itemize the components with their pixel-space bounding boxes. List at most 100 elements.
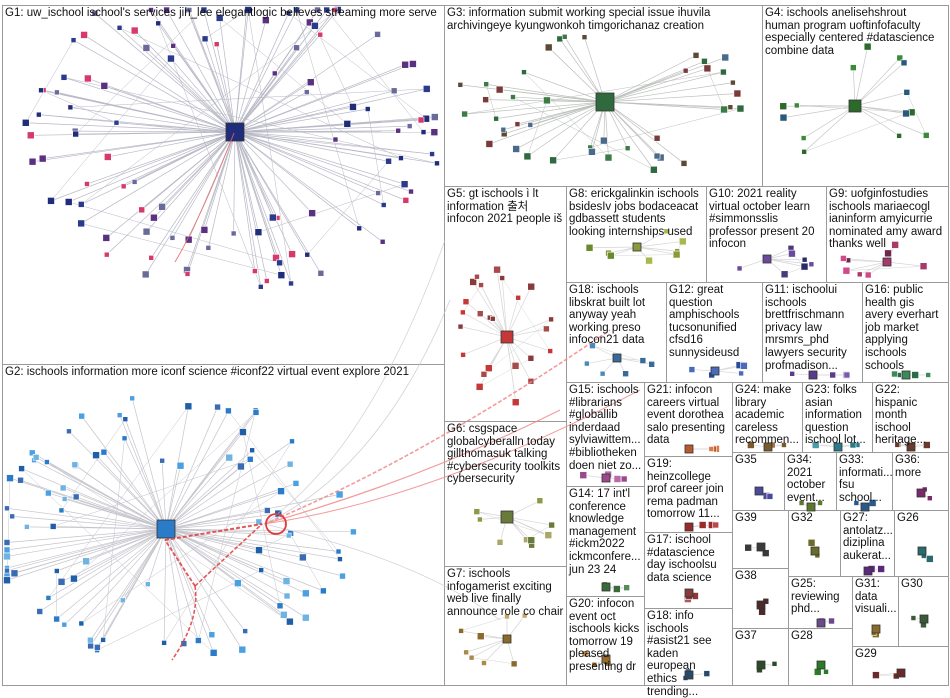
group-panel-g29[interactable]: G29 <box>852 646 949 686</box>
network-node[interactable] <box>772 661 777 666</box>
network-node[interactable] <box>557 36 563 42</box>
network-node[interactable] <box>728 105 733 110</box>
network-node[interactable] <box>149 255 154 260</box>
network-node[interactable] <box>202 36 208 42</box>
group-panel-g18[interactable]: G18: ischools libskrat built lot anyway … <box>566 282 667 383</box>
network-node[interactable] <box>801 136 806 141</box>
network-node[interactable] <box>474 274 479 279</box>
network-node[interactable] <box>511 661 517 667</box>
network-node[interactable] <box>255 229 262 236</box>
network-node[interactable] <box>409 60 416 67</box>
group-panel-g33[interactable]: G33: informati... fsu school... <box>836 452 893 511</box>
network-node[interactable] <box>349 103 356 110</box>
hub-node[interactable] <box>755 487 763 495</box>
network-node[interactable] <box>337 557 342 562</box>
network-node[interactable] <box>375 31 381 37</box>
network-node[interactable] <box>239 429 246 436</box>
network-node[interactable] <box>730 80 735 85</box>
group-panel-g35[interactable]: G35 <box>732 452 785 511</box>
network-node[interactable] <box>226 454 233 461</box>
network-node[interactable] <box>264 278 269 283</box>
network-node[interactable] <box>704 65 711 72</box>
network-node[interactable] <box>293 480 299 486</box>
hub-node[interactable] <box>596 93 614 111</box>
network-node[interactable] <box>171 43 176 48</box>
network-node[interactable] <box>720 69 726 75</box>
network-node[interactable] <box>50 523 56 529</box>
network-node[interactable] <box>302 590 309 597</box>
network-node[interactable] <box>481 371 487 377</box>
network-node[interactable] <box>923 132 929 138</box>
network-node[interactable] <box>167 55 174 62</box>
network-node[interactable] <box>45 490 51 496</box>
network-node[interactable] <box>48 197 55 204</box>
network-node[interactable] <box>36 112 41 117</box>
hub-node[interactable] <box>872 625 880 633</box>
network-node[interactable] <box>649 361 655 367</box>
network-node[interactable] <box>320 588 326 594</box>
network-node[interactable] <box>239 646 246 653</box>
network-node[interactable] <box>920 263 927 270</box>
network-node[interactable] <box>872 672 879 679</box>
network-node[interactable] <box>396 128 401 133</box>
network-node[interactable] <box>458 324 463 329</box>
hub-node[interactable] <box>763 255 771 263</box>
network-node[interactable] <box>802 149 807 154</box>
network-node[interactable] <box>780 114 787 121</box>
network-node[interactable] <box>494 116 499 121</box>
network-node[interactable] <box>247 456 253 462</box>
network-node[interactable] <box>73 131 79 137</box>
network-node[interactable] <box>681 160 687 166</box>
network-node[interactable] <box>93 452 100 459</box>
network-node[interactable] <box>381 202 386 207</box>
hub-node[interactable] <box>817 619 825 627</box>
network-node[interactable] <box>403 197 409 203</box>
network-node[interactable] <box>911 616 916 621</box>
network-node[interactable] <box>477 633 484 640</box>
network-node[interactable] <box>654 135 660 141</box>
network-node[interactable] <box>150 214 157 221</box>
network-node[interactable] <box>54 568 59 573</box>
network-node[interactable] <box>117 25 122 30</box>
network-node[interactable] <box>340 573 346 579</box>
network-node[interactable] <box>401 181 408 188</box>
network-node[interactable] <box>515 122 520 127</box>
network-node[interactable] <box>650 166 657 173</box>
network-node[interactable] <box>865 272 871 278</box>
network-node[interactable] <box>71 38 76 43</box>
network-node[interactable] <box>794 103 799 108</box>
hub-node[interactable] <box>602 474 610 482</box>
network-node[interactable] <box>280 611 287 618</box>
hub-node[interactable] <box>849 100 861 112</box>
network-node[interactable] <box>802 257 807 262</box>
network-node[interactable] <box>431 114 438 121</box>
network-node[interactable] <box>548 349 553 354</box>
network-node[interactable] <box>409 189 414 194</box>
network-node[interactable] <box>142 271 149 278</box>
network-node[interactable] <box>259 568 264 573</box>
network-node[interactable] <box>699 522 706 529</box>
network-node[interactable] <box>73 494 79 500</box>
network-node[interactable] <box>79 621 84 626</box>
network-node[interactable] <box>336 549 341 554</box>
network-node[interactable] <box>286 618 293 625</box>
network-node[interactable] <box>607 252 614 259</box>
group-panel-g24[interactable]: G24: make library academic careless reco… <box>732 382 803 453</box>
network-node[interactable] <box>824 669 829 674</box>
network-node[interactable] <box>122 436 127 441</box>
network-node[interactable] <box>814 668 821 675</box>
network-node[interactable] <box>307 79 314 86</box>
network-node[interactable] <box>423 85 430 92</box>
network-node[interactable] <box>120 598 125 603</box>
group-panel-g32[interactable]: G32 <box>788 510 841 577</box>
network-node[interactable] <box>5 568 10 573</box>
network-node[interactable] <box>477 311 483 317</box>
group-panel-g28[interactable]: G28 <box>788 628 853 686</box>
network-node[interactable] <box>562 34 567 39</box>
network-node[interactable] <box>22 119 29 126</box>
network-node[interactable] <box>62 496 67 501</box>
network-node[interactable] <box>286 533 291 538</box>
network-node[interactable] <box>421 130 426 135</box>
network-node[interactable] <box>614 476 621 483</box>
network-node[interactable] <box>79 413 85 419</box>
